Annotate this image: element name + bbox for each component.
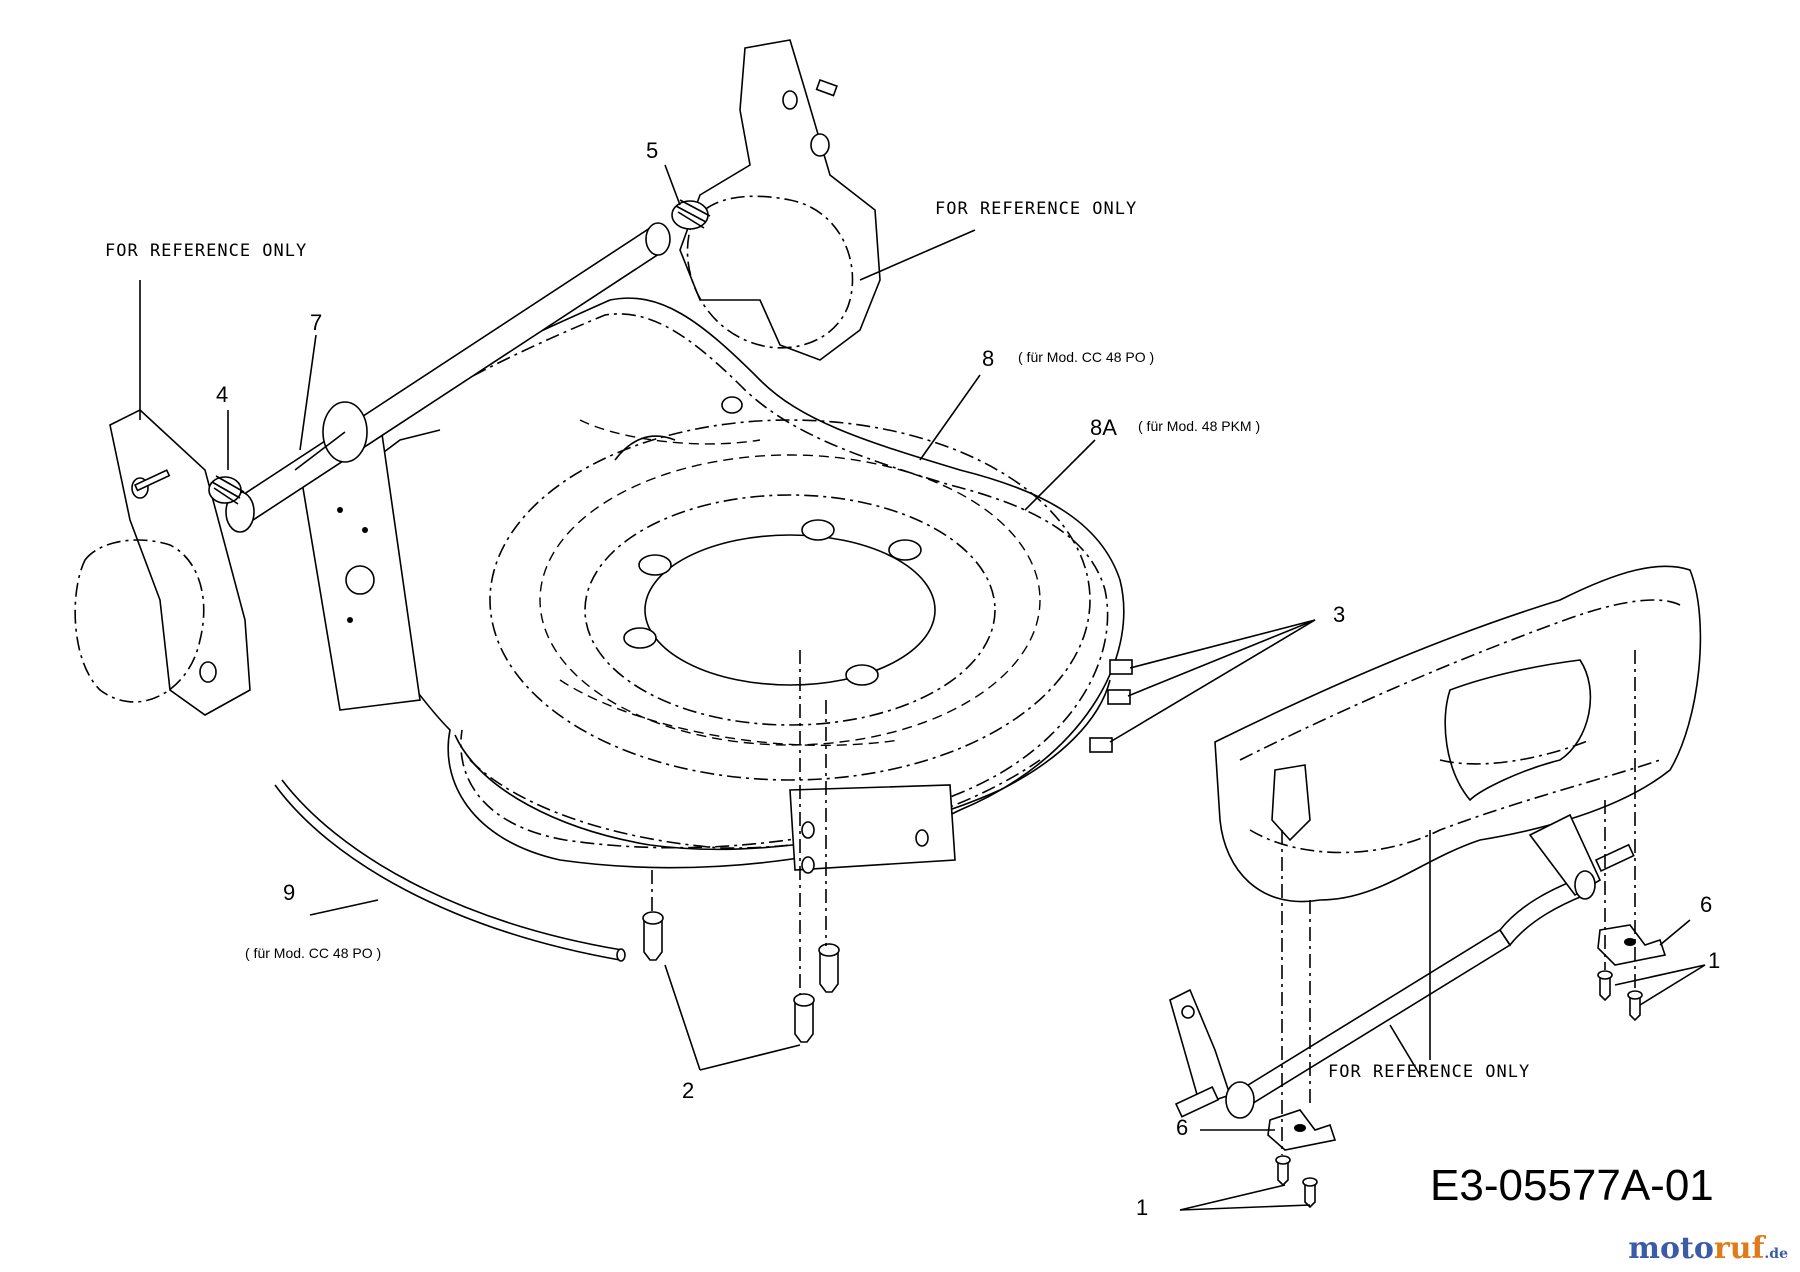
- reference-note-left: FOR REFERENCE ONLY: [105, 241, 307, 261]
- spring-right: [671, 199, 711, 230]
- screws-right: [1597, 650, 1643, 1022]
- left-height-lever: [74, 409, 251, 716]
- callout-5: 5: [646, 138, 658, 163]
- reference-note-right-lever: FOR REFERENCE ONLY: [935, 199, 1137, 219]
- mower-deck: [299, 297, 1133, 874]
- callout-7: 7: [310, 310, 322, 335]
- reference-note-front: FOR REFERENCE ONLY: [1328, 1062, 1530, 1082]
- bracket-right: [1597, 924, 1667, 966]
- rear-axle: [225, 222, 671, 533]
- callout-2: 2: [682, 1078, 694, 1103]
- callout-8a: 8A: [1090, 415, 1117, 440]
- callout-4: 4: [216, 382, 228, 407]
- callout-6-right: 6: [1700, 892, 1712, 917]
- callout-3: 3: [1333, 602, 1345, 627]
- callout-1-right: 1: [1708, 948, 1720, 973]
- drawing-code: E3-05577A-01: [1430, 1161, 1714, 1210]
- screws-left: [1275, 830, 1318, 1209]
- callout-6-left: 6: [1176, 1115, 1188, 1140]
- callout-9: 9: [283, 880, 295, 905]
- right-height-lever: [679, 39, 881, 361]
- callout-1-left: 1: [1136, 1195, 1148, 1220]
- callout-labels: FOR REFERENCE ONLY FOR REFERENCE ONLY FO…: [105, 138, 1720, 1220]
- front-cover: [1214, 565, 1702, 903]
- note-9: ( für Mod. CC 48 PO ): [245, 945, 381, 961]
- site-watermark: motoruf.de: [1628, 1231, 1788, 1266]
- front-axle: [1169, 813, 1635, 1119]
- rear-flap-strip: [274, 779, 626, 962]
- bracket-left: [1267, 1109, 1337, 1151]
- spring-left: [208, 475, 245, 505]
- note-8: ( für Mod. CC 48 PO ): [1018, 349, 1154, 365]
- callout-8: 8: [982, 346, 994, 371]
- note-8a: ( für Mod. 48 PKM ): [1138, 418, 1260, 434]
- deck-bolts: [642, 650, 840, 1043]
- leader-lines: [139, 164, 1706, 1211]
